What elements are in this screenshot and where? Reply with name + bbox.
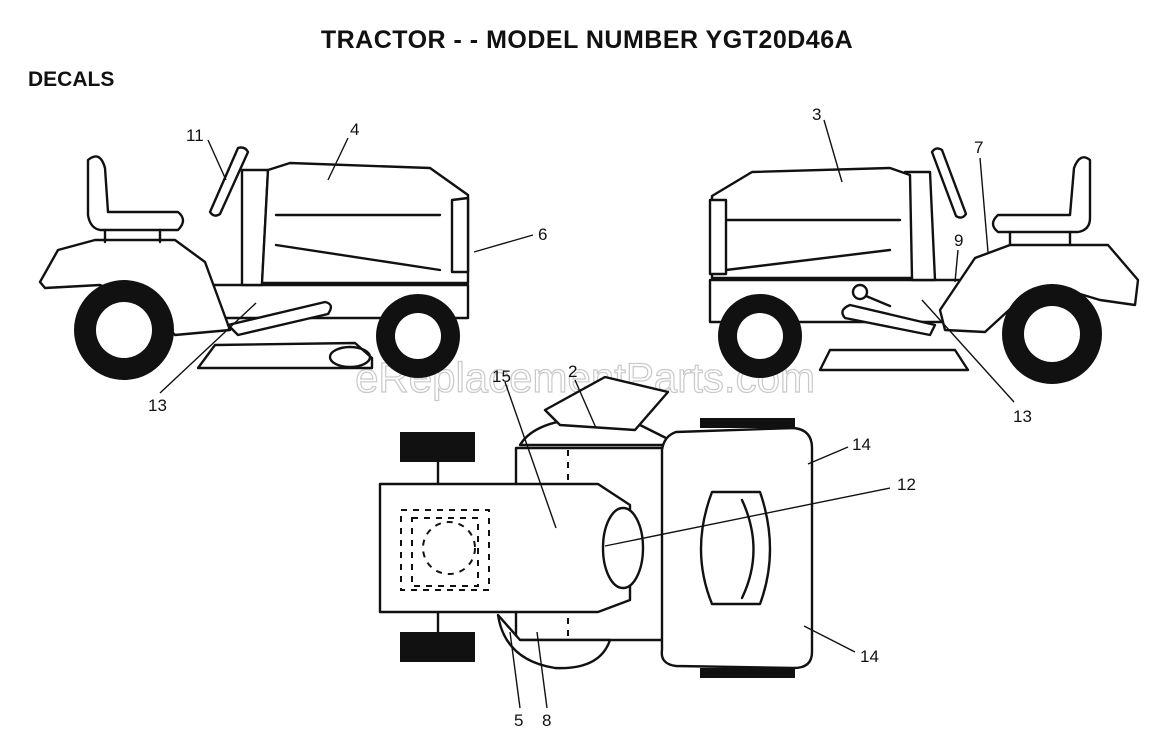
tractor-left-side-view <box>38 146 470 380</box>
callout-7: 7 <box>974 138 983 157</box>
callout-3: 3 <box>812 105 821 124</box>
callout-13-right: 13 <box>1013 407 1032 426</box>
page-title: TRACTOR - - MODEL NUMBER YGT20D46A <box>320 26 854 54</box>
callout-12: 12 <box>897 475 916 494</box>
section-subtitle: DECALS <box>28 68 115 91</box>
callout-9: 9 <box>954 231 963 250</box>
callout-8: 8 <box>542 711 551 730</box>
callout-6: 6 <box>538 225 547 244</box>
callout-13-left: 13 <box>148 396 167 415</box>
callout-14-top: 14 <box>852 435 871 454</box>
callout-4: 4 <box>350 120 359 139</box>
callout-5: 5 <box>514 711 523 730</box>
tractor-right-side-view <box>708 147 1140 384</box>
callout-2: 2 <box>568 362 577 381</box>
callout-15: 15 <box>492 367 511 386</box>
tractor-top-view <box>378 375 814 678</box>
callout-14-bottom: 14 <box>860 647 879 666</box>
callout-11: 11 <box>186 126 204 145</box>
